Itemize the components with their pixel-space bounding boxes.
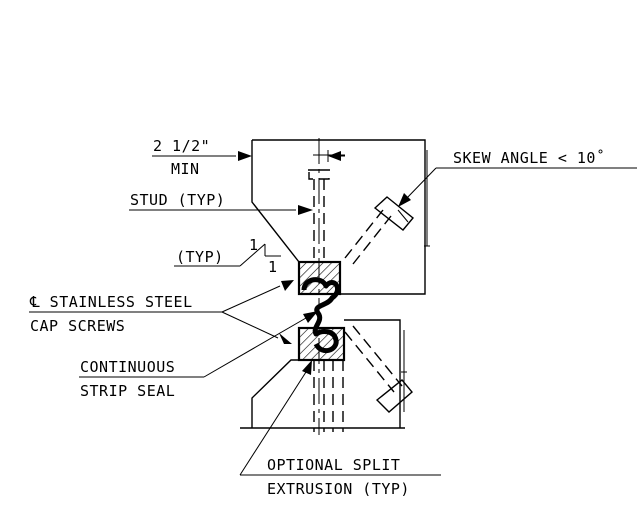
strip-seal-leader: CONTINUOUS STRIP SEAL (79, 311, 318, 400)
cap-screws-line2: CAP SCREWS (30, 317, 125, 335)
extrusion-line2: EXTRUSION (TYP) (267, 480, 410, 498)
seal-line1: CONTINUOUS (80, 358, 175, 376)
slope-run-label: 1 (268, 258, 278, 276)
seal-line2: STRIP SEAL (80, 382, 175, 400)
stud-label: STUD (TYP) (130, 191, 225, 209)
min-text-label: MIN (171, 160, 200, 178)
stud-skewed-lower (344, 325, 413, 413)
stud-skewed-upper (344, 196, 414, 265)
slope-leader: (TYP) 1 1 (174, 236, 281, 276)
skew-label: SKEW ANGLE < 10˚ (453, 149, 606, 167)
skew-leader: SKEW ANGLE < 10˚ (398, 149, 637, 207)
stud-leader: STUD (TYP) (129, 191, 313, 215)
slope-typ-label: (TYP) (176, 248, 224, 266)
dim-min-leader: 2 1/2" MIN (152, 137, 345, 178)
extrusion-line1: OPTIONAL SPLIT (267, 456, 400, 474)
lower-deck-outline (240, 319, 405, 429)
extrusion-leader: OPTIONAL SPLIT EXTRUSION (TYP) (239, 360, 441, 498)
strip-seal (301, 277, 340, 354)
cap-screws-leader: ℄ STAINLESS STEEL CAP SCREWS (29, 280, 294, 344)
cap-screws-line1: ℄ STAINLESS STEEL (29, 293, 193, 311)
min-dim-label: 2 1/2" (153, 137, 210, 155)
slope-rise-label: 1 (249, 236, 259, 254)
stud-vertical (308, 169, 344, 432)
